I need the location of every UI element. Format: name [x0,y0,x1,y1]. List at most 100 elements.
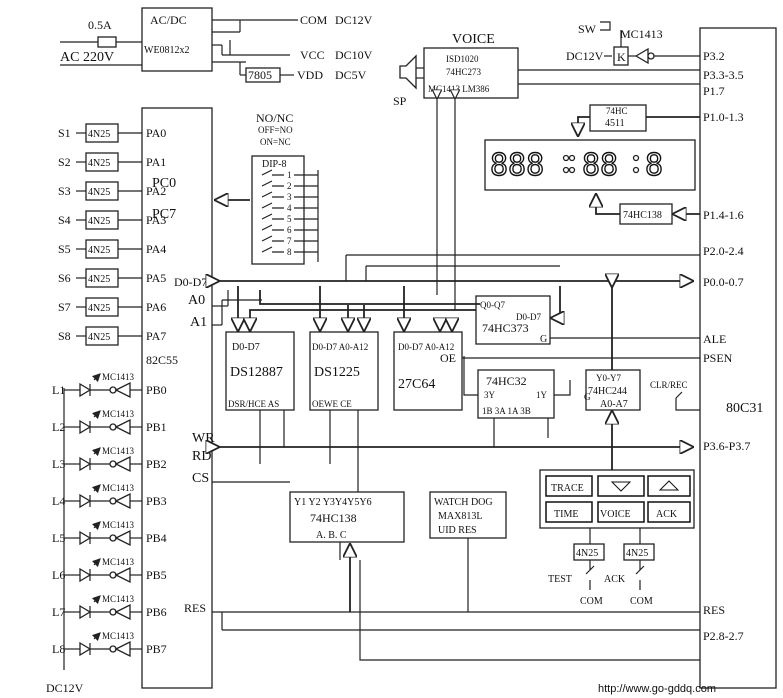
svg-text:Y1 Y2 Y3Y4Y5Y6: Y1 Y2 Y3Y4Y5Y6 [294,497,372,508]
relay-section: SW MC1413 DC12V K [566,21,700,66]
svg-text:1: 1 [287,170,292,180]
svg-text:A1: A1 [190,315,207,330]
svg-text:VOICE: VOICE [600,509,631,520]
svg-text:MC1413 LM386: MC1413 LM386 [428,84,490,94]
acdc-module [141,7,213,72]
svg-text:D0-D7: D0-D7 [516,312,541,322]
svg-text:D0-D7: D0-D7 [174,275,207,289]
key-trace [545,475,593,497]
svg-text:RES: RES [703,603,725,617]
svg-text:4N25: 4N25 [88,245,110,256]
svg-text:MC1413: MC1413 [102,372,135,382]
svg-text:VDD: VDD [297,68,323,82]
svg-text:ON=NC: ON=NC [260,137,291,147]
pb-pin-label: PB7 [146,642,167,656]
pa-pin-label: PA0 [146,126,166,140]
svg-text:4N25: 4N25 [88,303,110,314]
svg-text:DS1225: DS1225 [314,365,360,380]
buffer-icon [634,47,649,65]
svg-text:K: K [617,50,626,64]
pa-input-row: S1 4N25 PA0 [58,123,166,143]
mcu-80c31: 80C31 P3.2 P3.3-3.5 P1.7 P1.0-1.3 P1.4-1… [699,27,777,689]
svg-text:P3.6-P3.7: P3.6-P3.7 [703,439,750,453]
svg-text:1B 3A 1A 3B: 1B 3A 1A 3B [482,406,531,416]
key-voice [597,501,645,523]
chip-74hc373: Q0-Q7 D0-D7 74HC373 G [250,286,700,345]
svg-text:8: 8 [287,247,292,257]
svg-text:74HC273: 74HC273 [446,67,482,77]
pb-pin-label: PB0 [146,383,167,397]
svg-text:CS: CS [192,471,209,486]
led-label: L7 [52,605,65,619]
svg-text:DSR/HCE AS: DSR/HCE AS [228,399,279,409]
svg-text:P2.0-2.4: P2.0-2.4 [703,244,744,258]
svg-text:D0-D7: D0-D7 [232,342,260,353]
pa-pin-label: PA7 [146,329,166,343]
decoder-4511 [589,104,647,132]
speaker-icon [399,54,417,90]
svg-text:4N25: 4N25 [88,274,110,285]
led-icon [79,567,92,583]
svg-text:OEWE CE: OEWE CE [312,399,352,409]
svg-text:88: 88 [582,148,618,183]
svg-text:7: 7 [287,236,292,246]
svg-text:TIME: TIME [554,509,578,520]
chip-ds12887: D0-D7 DS12887 DSR/HCE AS [225,286,295,464]
buffer-icon [114,566,131,584]
svg-text:OFF=NO: OFF=NO [258,125,293,135]
svg-text:PC7: PC7 [152,207,176,222]
svg-text:4N25: 4N25 [88,158,110,169]
buffer-icon [114,529,131,547]
svg-text:AC/DC: AC/DC [150,13,187,27]
svg-text:MC1413: MC1413 [102,483,135,493]
led-label: L5 [52,531,65,545]
pb-pin-label: PB1 [146,420,167,434]
svg-text:VCC: VCC [300,48,325,62]
svg-text:DIP-8: DIP-8 [262,159,286,170]
buffer-icon [114,640,131,658]
chip-74hc32: 74HC32 3Y 1Y 1B 3A 1A 3B [463,356,571,447]
svg-text:4: 4 [287,203,292,213]
svg-text:4N25: 4N25 [576,548,598,559]
pb-pin-label: PB5 [146,568,167,582]
svg-text:1Y: 1Y [536,390,548,400]
fuse-icon [97,36,117,48]
svg-text:P2.8-2.7: P2.8-2.7 [703,629,744,643]
led-icon [79,530,92,546]
svg-text:RD: RD [192,449,211,464]
switch-label: S2 [58,155,71,169]
svg-text:4511: 4511 [605,118,625,129]
pb-pin-label: PB2 [146,457,167,471]
svg-text:0.5A: 0.5A [88,18,112,32]
pa-pin-label: PA2 [146,184,166,198]
ppi-82c55: 82C55 PC0 PC7 D0-D7 A0 A1 WR RD CS RES [141,107,215,689]
pa-pin-label: PA4 [146,242,166,256]
svg-text:MC1413: MC1413 [620,27,663,41]
svg-text:DS12887: DS12887 [230,365,283,380]
led-icon [79,382,92,398]
switch-label: S1 [58,126,71,140]
led-label: L1 [52,383,65,397]
svg-text:4N25: 4N25 [88,129,110,140]
buffer-icon [114,381,131,399]
buffer-icon [114,455,131,473]
svg-text:4N25: 4N25 [88,216,110,227]
svg-text:6: 6 [287,225,292,235]
svg-text:D0-D7 A0-A12: D0-D7 A0-A12 [312,342,368,352]
data-bus [212,254,700,631]
led-icon [79,641,92,657]
svg-text:A0-A7: A0-A7 [600,399,628,410]
svg-text:UID RES: UID RES [438,525,477,536]
svg-text:ACK: ACK [656,509,678,520]
keypad: TRACE TIME VOICE ACK 4N25 4N25 TEST ACK … [539,469,695,607]
